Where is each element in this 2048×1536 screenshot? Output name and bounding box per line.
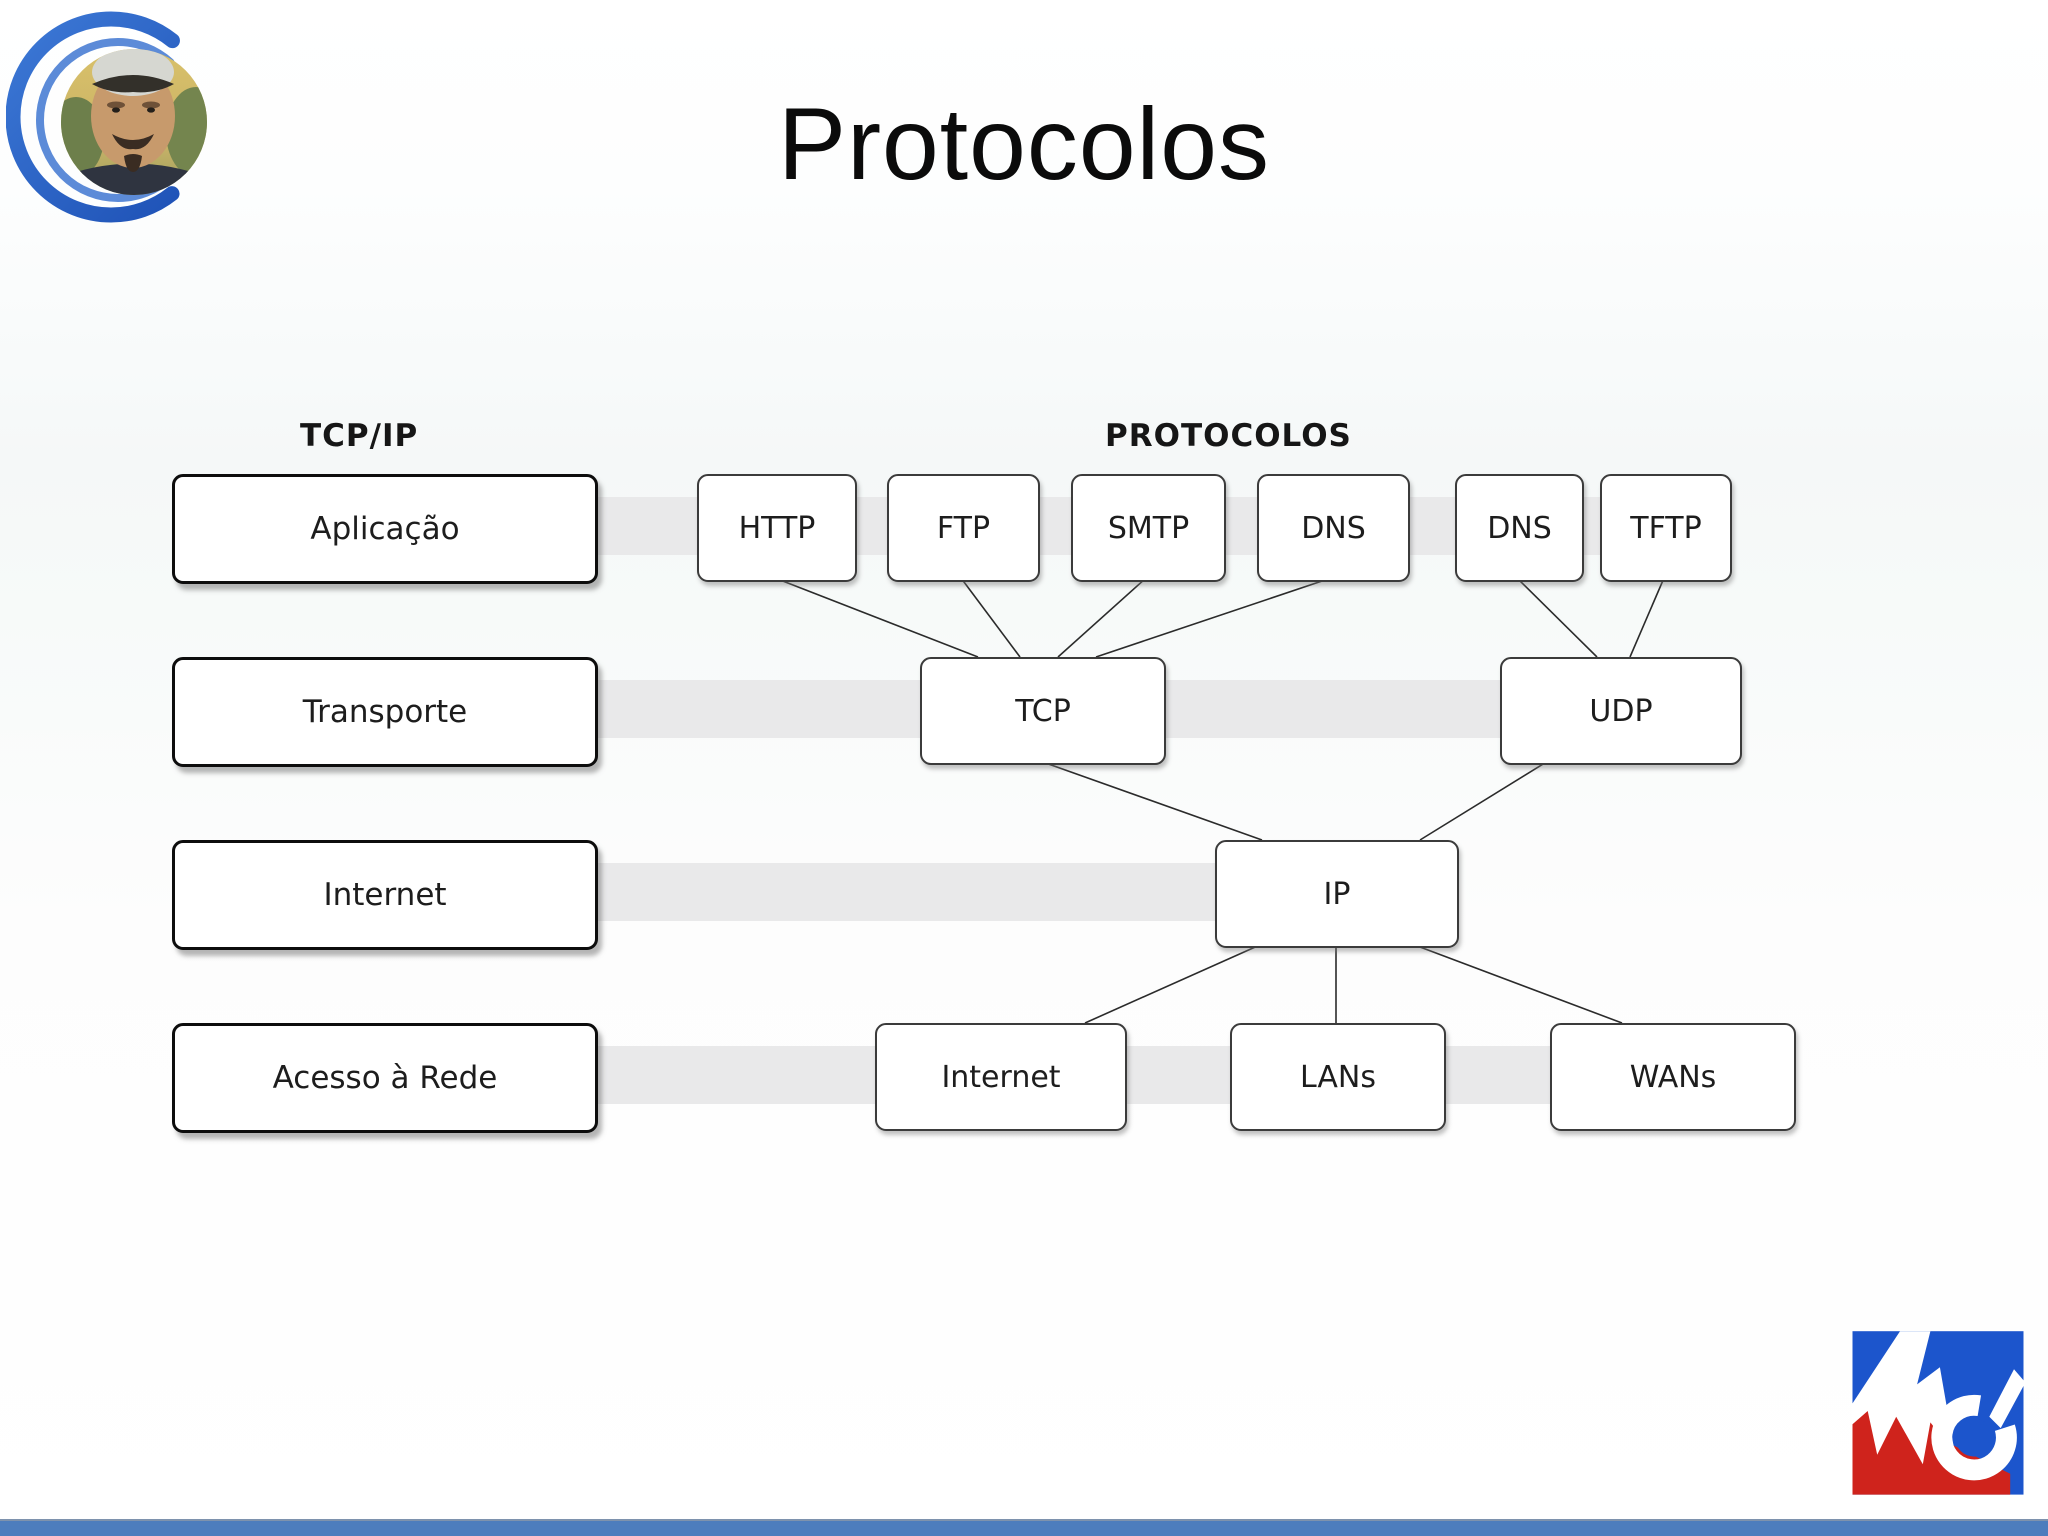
box-ip: IP xyxy=(1215,840,1459,948)
avatar-inner-ring xyxy=(36,38,200,202)
box-internet-layer: Internet xyxy=(172,840,598,950)
avatar-graphic xyxy=(5,11,217,223)
box-ftp: FTP xyxy=(887,474,1040,582)
box-transporte: Transporte xyxy=(172,657,598,767)
box-dns-udp: DNS xyxy=(1455,474,1584,582)
box-http: HTTP xyxy=(697,474,857,582)
box-internet-net: Internet xyxy=(875,1023,1127,1131)
avatar xyxy=(5,2,228,238)
mc-logo-graphic xyxy=(1852,1331,2026,1495)
box-aplicacao: Aplicação xyxy=(172,474,598,584)
box-tcp: TCP xyxy=(920,657,1166,765)
footer-accent-bar xyxy=(0,1519,2048,1536)
header-protocolos: PROTOCOLOS xyxy=(1105,418,1352,454)
header-tcpip: TCP/IP xyxy=(300,418,419,454)
box-udp: UDP xyxy=(1500,657,1742,765)
avatar-outer-ring xyxy=(5,11,217,223)
box-dns-tcp: DNS xyxy=(1257,474,1410,582)
page-title: Protocolos xyxy=(778,87,1270,201)
box-smtp: SMTP xyxy=(1071,474,1226,582)
avatar-photo xyxy=(61,49,207,195)
box-lans: LANs xyxy=(1230,1023,1446,1131)
box-tftp: TFTP xyxy=(1600,474,1732,582)
box-acesso-rede: Acesso à Rede xyxy=(172,1023,598,1133)
box-wans: WANs xyxy=(1550,1023,1796,1131)
mc-logo xyxy=(1843,1315,2033,1511)
